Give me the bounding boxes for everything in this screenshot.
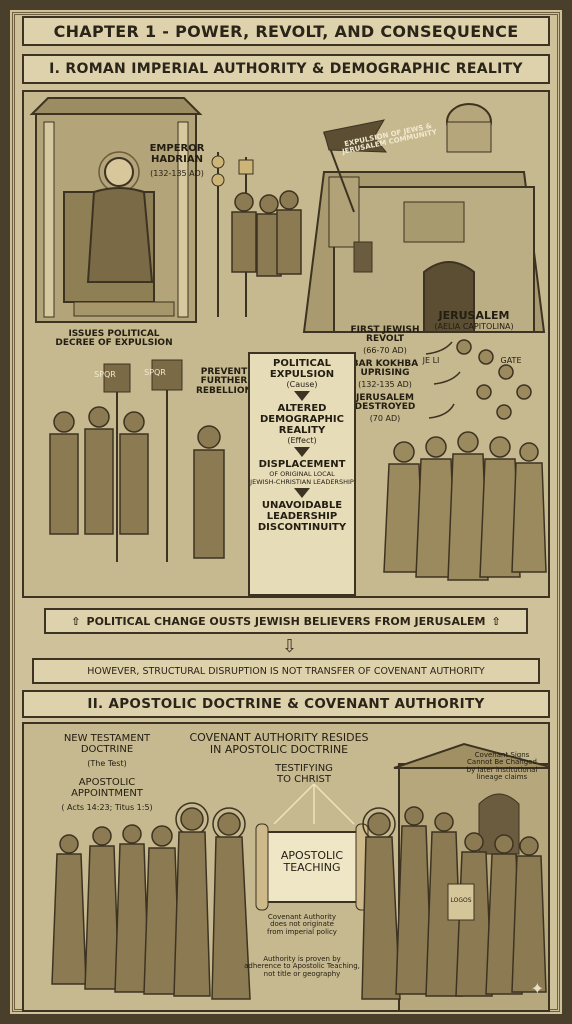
scroll-apostolic-teaching: APOSTOLIC TEACHING	[280, 849, 344, 874]
event-jerusalem-destroyed: JERUSALEM DESTROYED	[354, 393, 416, 413]
nt-doctrine-label: NEW TESTAMENT DOCTRINE	[63, 733, 151, 755]
political-change-band: ⇧ POLITICAL CHANGE OUSTS JEWISH BELIEVER…	[44, 608, 528, 634]
hadrian-head	[104, 157, 134, 187]
soldiers-top	[231, 190, 302, 277]
flow-arrow-icon	[294, 488, 310, 498]
portico-roof	[29, 97, 203, 115]
covenant-resides-label: COVENANT AUTHORITY RESIDES IN APOSTOLIC …	[189, 731, 369, 756]
gate-right-text: GATE	[500, 356, 522, 365]
jerusalem-name: JERUSALEM	[438, 309, 510, 322]
sparkle-icon: ✦	[530, 979, 544, 998]
event-first-revolt-date: (66-70 AD)	[363, 346, 407, 355]
political-change-text: POLITICAL CHANGE OUSTS JEWISH BELIEVERS …	[86, 614, 486, 628]
flow-arrow-icon	[294, 447, 310, 457]
hadrian-robe	[86, 187, 154, 283]
flow-arrow-icon	[294, 391, 310, 401]
testifying-label: TESTIFYING TO CHRIST	[275, 763, 333, 785]
apostolic-appointment-label: APOSTOLIC APPOINTMENT	[71, 777, 143, 799]
note-authority-proven: Authority is proven by adherence to Apos…	[244, 955, 360, 978]
spqr-right-label: SPQR	[144, 368, 166, 377]
logos-book-label: LOGOS	[450, 897, 472, 904]
flow-step-3-title: DISPLACEMENT	[258, 459, 346, 470]
banner-flag	[323, 119, 388, 153]
light-rays	[273, 783, 355, 825]
prevent-rebellion-label: PREVENT FURTHER REBELLION	[195, 367, 253, 396]
spqr-standard-left	[103, 363, 131, 393]
logos-book	[447, 883, 475, 921]
flow-step-3-sub: OF ORIGINAL LOCAL JEWISH-CHRISTIAN LEADE…	[250, 470, 354, 486]
however-text: HOWEVER, STRUCTURAL DISRUPTION IS NOT TR…	[87, 665, 485, 677]
up-arrow-icon: ⇧	[71, 614, 81, 628]
covenant-signs-label: Covenant Signs Cannot Be Changed by late…	[466, 751, 538, 782]
gate-left-text: JE LI	[422, 356, 440, 365]
section1-title: I. ROMAN IMPERIAL AUTHORITY & DEMOGRAPHI…	[22, 54, 550, 84]
event-jerusalem-destroyed-date: (70 AD)	[369, 414, 401, 423]
spqr-left-label: SPQR	[94, 370, 116, 379]
flow-step-1-sub: (Cause)	[286, 380, 318, 389]
standard-disc	[211, 155, 225, 169]
event-bar-kokhba: BAR KOKHBA UPRISING	[351, 359, 419, 379]
flow-step-1-title: POLITICAL EXPULSION	[269, 358, 335, 380]
event-bar-kokhba-date: (132-135 AD)	[358, 380, 412, 389]
exiles-crowd	[383, 339, 547, 581]
decree-label: ISSUES POLITICAL DECREE OF EXPULSION	[55, 329, 173, 349]
scroll-rod-left	[255, 823, 269, 911]
the-test-label: (The Test)	[87, 759, 127, 768]
spqr-standard-right	[151, 359, 183, 391]
up-arrow-icon: ⇧	[491, 614, 501, 628]
column-left	[43, 121, 55, 318]
soldiers-bottom	[49, 406, 225, 559]
event-first-revolt: FIRST JEWISH REVOLT	[350, 325, 420, 345]
section2-title: II. APOSTOLIC DOCTRINE & COVENANT AUTHOR…	[22, 690, 550, 718]
hadrian-dates: (132-135 AD)	[150, 169, 204, 178]
jerusalem-gate	[423, 261, 475, 333]
flow-step-2-sub: (Effect)	[287, 436, 317, 445]
section2-illustration: NEW TESTAMENT DOCTRINE (The Test) APOSTO…	[22, 722, 550, 1012]
down-arrow-icon: ⇩	[282, 636, 298, 657]
section2-artwork	[51, 742, 548, 1010]
flow-step-4-title: UNAVOIDABLE LEADERSHIP DISCONTINUITY	[257, 500, 347, 533]
throne-step	[73, 301, 175, 317]
hadrian-name: EMPEROR HADRIAN	[149, 143, 205, 165]
apostolic-appointment-ref: ( Acts 14:23; Titus 1:5)	[61, 803, 153, 812]
flow-step-2-title: ALTERED DEMOGRAPHIC REALITY	[260, 403, 344, 436]
jerusalem-alt: (AELIA CAPITOLINA)	[434, 322, 514, 331]
section1-artwork	[29, 97, 547, 581]
column-right	[177, 121, 189, 318]
however-band: HOWEVER, STRUCTURAL DISRUPTION IS NOT TR…	[32, 658, 540, 684]
section1-illustration: EMPEROR HADRIAN (132-135 AD) EXPULSION O…	[22, 90, 550, 598]
cause-effect-flow: POLITICAL EXPULSION (Cause) ALTERED DEMO…	[248, 352, 356, 596]
apostles-left	[51, 802, 251, 1000]
note-imperial-policy: Covenant Authority does not originate fr…	[267, 913, 337, 936]
chapter-title: CHAPTER 1 - POWER, REVOLT, AND CONSEQUEN…	[22, 16, 550, 46]
